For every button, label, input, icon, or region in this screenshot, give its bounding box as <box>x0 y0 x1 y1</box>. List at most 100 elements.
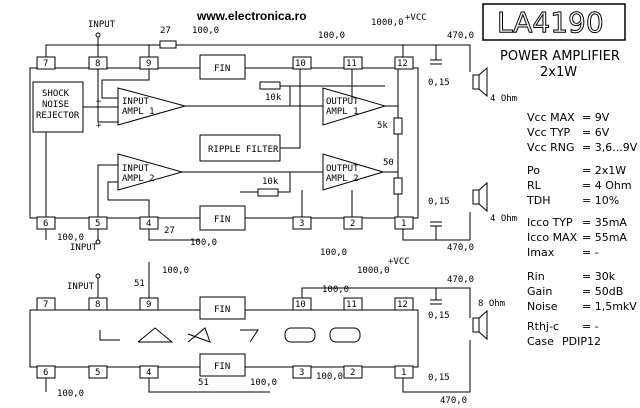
c-100-label: 100,0 <box>322 285 349 295</box>
spec-label: Vcc MAX <box>527 111 575 124</box>
c-100-label: 100,0 <box>57 233 84 243</box>
c-470-label: 470,0 <box>447 31 474 41</box>
spec-value: = 55mA <box>582 231 627 244</box>
c-015-label: 0,15 <box>428 373 450 383</box>
pin-label: 1 <box>401 368 406 378</box>
pin-label: 6 <box>43 219 48 229</box>
chip-marking: L A 4 1 9 0 <box>99 327 361 361</box>
c-100-label: 100,0 <box>250 378 277 388</box>
c-015-label: 0,15 <box>428 311 450 321</box>
input-label: INPUT <box>70 243 98 253</box>
spec-label: Po <box>527 164 540 177</box>
pin-label: 5 <box>95 219 100 229</box>
output-ampl-2-label: OUTPUT <box>326 164 359 174</box>
snr-line: REJECTOR <box>36 111 80 121</box>
spec-label: Vcc TYP <box>527 126 571 139</box>
pin-label: 4 <box>146 368 151 378</box>
spec-label: TDH <box>526 194 550 207</box>
input-ampl-1-label: AMPL 1 <box>122 107 155 117</box>
spec-value: = 30k <box>582 270 616 283</box>
vcc-label: +VCC <box>388 257 410 267</box>
c-100-label: 100,0 <box>192 26 219 36</box>
c-470-label: 470,0 <box>440 396 467 406</box>
c-015-label: 0,15 <box>428 197 450 207</box>
svg-text:+: + <box>96 121 102 131</box>
input-ampl-2 <box>117 153 184 191</box>
pin-label: 9 <box>146 59 151 69</box>
c-100-label: 100,0 <box>316 372 343 382</box>
spec-label: Icco MAX <box>527 231 578 244</box>
fin-label: FIN <box>214 215 230 225</box>
r-50-label: 50 <box>383 158 394 168</box>
ripple-filter <box>199 134 281 162</box>
pin-label: 1 <box>401 219 406 229</box>
speaker-3-ohm: 8 Ohm <box>478 299 505 309</box>
pin-label: 6 <box>43 368 48 378</box>
spec-value: = 9V <box>582 111 610 124</box>
c-1000-label: 1000,0 <box>357 266 390 276</box>
spec-label: Case <box>527 335 554 348</box>
spec-label: Rthj-c <box>527 320 559 333</box>
c-100-label: 100,0 <box>162 266 189 276</box>
fin-block <box>199 205 246 231</box>
pin-label: 3 <box>299 368 304 378</box>
fin-block <box>199 296 246 320</box>
output-ampl-1-label: OUTPUT <box>326 97 359 107</box>
spec-label: Noise <box>527 300 558 313</box>
r-10k-label: 10k <box>265 93 282 103</box>
r-51-label: 51 <box>198 378 209 388</box>
package-view-circuit: 7 8 9 10 11 12 6 5 4 3 2 1 FIN FIN L A 4… <box>29 257 505 406</box>
spec-value: = - <box>582 320 599 333</box>
spec-value: PDIP12 <box>562 335 601 348</box>
r-27-label: 27 <box>160 26 171 36</box>
pin-label: 4 <box>146 219 151 229</box>
speaker-1-ohm: 4 Ohm <box>490 94 517 104</box>
output-ampl-2-label: AMPL 2 <box>326 174 359 184</box>
c-470-label: 470,0 <box>447 243 474 253</box>
spec-value: = 35mA <box>582 216 627 229</box>
shock-noise-rejector <box>32 81 84 133</box>
pin-label: 11 <box>346 300 357 310</box>
fin-label: FIN <box>214 305 230 315</box>
snr-line: NOISE <box>42 100 69 110</box>
ripple-filter-label: RIPPLE FILTER <box>208 145 279 155</box>
c-100-label: 100,0 <box>318 31 345 41</box>
vcc-label: +VCC <box>405 13 427 23</box>
spec-value: = 2x1W <box>582 164 626 177</box>
pin-label: 7 <box>43 300 48 310</box>
pin-label: 2 <box>350 219 355 229</box>
spec-label: RL <box>527 179 542 192</box>
c-470-label: 470,0 <box>447 275 474 285</box>
speaker-icon <box>472 74 480 90</box>
spec-label: Vcc RNG <box>527 141 575 154</box>
spec-value: = 4 Ohm <box>582 179 632 192</box>
input-label: INPUT <box>88 20 116 30</box>
input-ampl-1-label: INPUT <box>122 97 150 107</box>
pin-label: 5 <box>95 368 100 378</box>
chip-glyphs-text: L A 4 1 9 0 <box>200 358 207 361</box>
c-100-label: 100,0 <box>320 248 347 258</box>
spec-value: = 1,5mkV <box>582 300 637 313</box>
r-27-label: 27 <box>164 226 175 236</box>
spec-value: = 6V <box>582 126 610 139</box>
fin-label: FIN <box>214 362 230 372</box>
spec-label: Gain <box>527 285 552 298</box>
pin-label: 12 <box>397 59 408 69</box>
pin-label: 7 <box>43 59 48 69</box>
chip-subtitle: POWER AMPLIFIER <box>500 49 620 64</box>
website-url[interactable]: www.electronica.ro <box>196 9 307 23</box>
speaker-2-ohm: 4 Ohm <box>490 214 517 224</box>
spec-value: = - <box>582 246 599 259</box>
pin-label: 12 <box>397 300 408 310</box>
speaker-icon <box>472 317 480 333</box>
spec-value: = 50dB <box>582 285 623 298</box>
spec-label: Imax <box>527 246 555 259</box>
title-box <box>482 3 626 41</box>
chip-config: 2x1W <box>540 65 577 80</box>
output-ampl-1-label: AMPL 1 <box>326 107 359 117</box>
svg-text:−: − <box>96 97 102 107</box>
fin-block <box>199 353 246 377</box>
input-ampl-2-label: AMPL 2 <box>122 174 155 184</box>
